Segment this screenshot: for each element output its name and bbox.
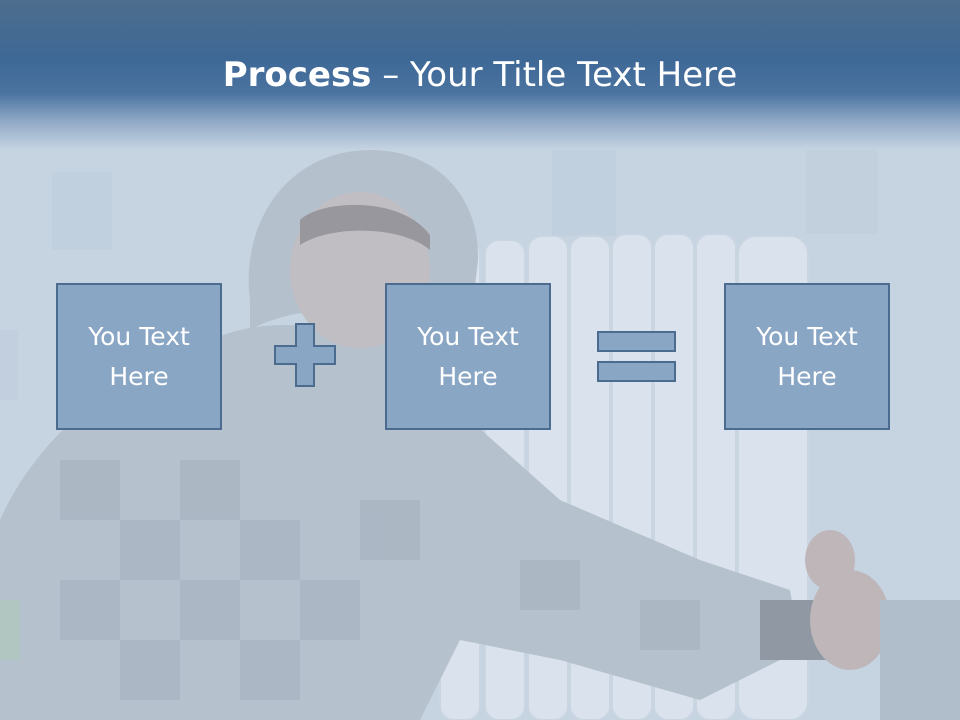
text-box-1-line2: Here <box>109 361 169 391</box>
slide-title: Process – Your Title Text Here <box>0 52 960 98</box>
title-regular-part: – Your Title Text Here <box>371 55 738 95</box>
text-box-3-line1: You Text <box>756 321 858 351</box>
title-band <box>0 0 960 150</box>
plus-icon <box>274 323 336 387</box>
text-box-2-line2: Here <box>438 361 498 391</box>
text-box-2[interactable]: You Text Here <box>385 283 551 430</box>
text-box-3-text: You Text Here <box>756 317 858 397</box>
text-box-2-line1: You Text <box>417 321 519 351</box>
equals-icon <box>597 331 676 382</box>
text-box-1-text: You Text Here <box>88 317 190 397</box>
text-box-1[interactable]: You Text Here <box>56 283 222 430</box>
text-box-1-line1: You Text <box>88 321 190 351</box>
text-box-3[interactable]: You Text Here <box>724 283 890 430</box>
text-box-2-text: You Text Here <box>417 317 519 397</box>
text-box-3-line2: Here <box>777 361 837 391</box>
title-bold-part: Process <box>222 55 372 95</box>
